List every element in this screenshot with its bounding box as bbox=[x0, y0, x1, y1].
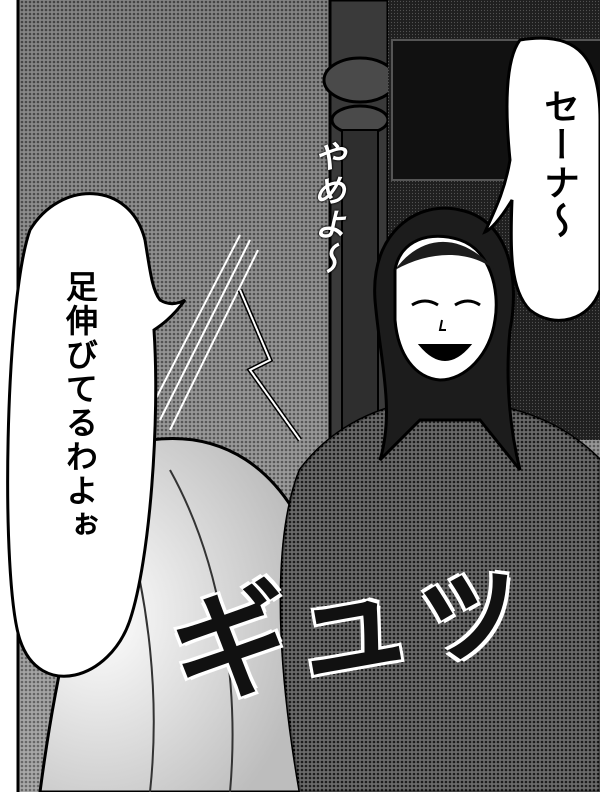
speech-bubble-left bbox=[6, 192, 187, 678]
woman-character bbox=[279, 206, 600, 792]
speech-bubble-right bbox=[482, 36, 600, 322]
speech-text-left: 足伸びてるわよぉ bbox=[61, 270, 99, 542]
sfx-yameyo: やめよ〜 bbox=[309, 140, 347, 276]
speech-text-right: セーナ〜 bbox=[538, 88, 579, 240]
speed-lines bbox=[149, 234, 259, 431]
